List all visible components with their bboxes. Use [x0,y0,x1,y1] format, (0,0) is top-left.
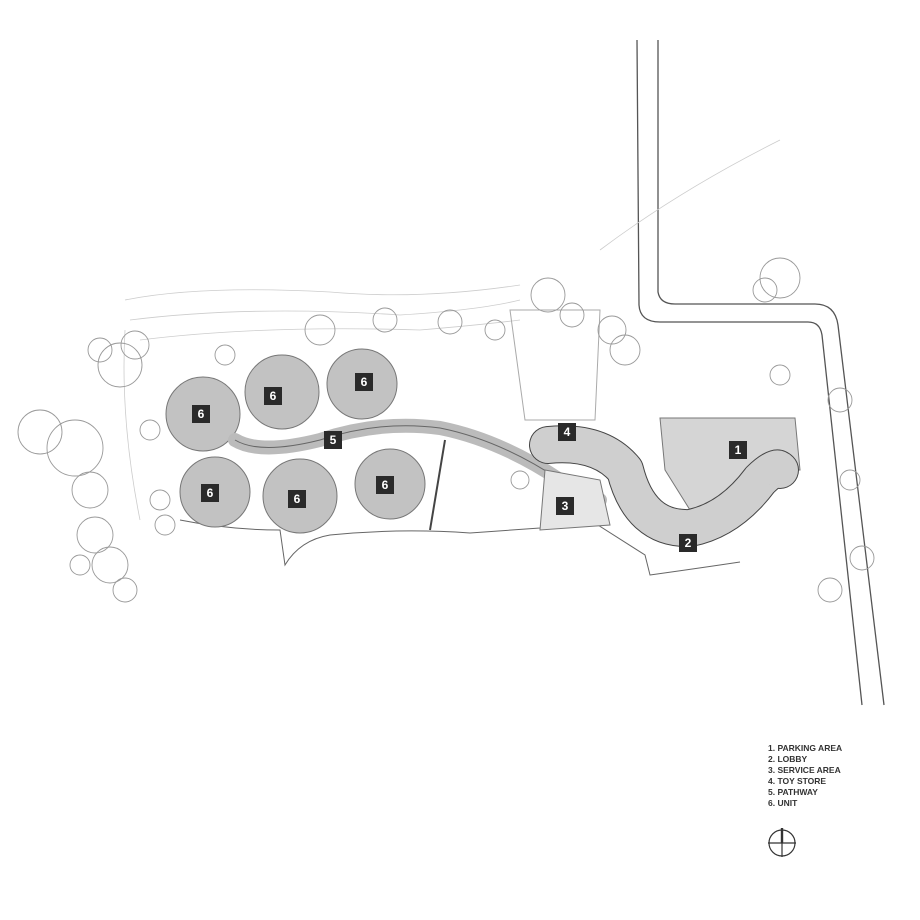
service-area-label: 3 [556,497,574,515]
lobby-label: 2 [679,534,697,552]
legend-item: 1. PARKING AREA [768,743,843,753]
legend-item: 2. LOBBY [768,754,808,764]
unit-label: 6 [288,490,306,508]
road [636,39,885,706]
legend-item: 6. UNIT [768,798,798,808]
legend: 1. PARKING AREA 2. LOBBY 3. SERVICE AREA… [768,743,842,809]
unit-label: 6 [201,484,219,502]
site-outline [179,309,741,576]
pathway-label: 5 [324,431,342,449]
unit-label: 6 [192,405,210,423]
unit-label: 6 [355,373,373,391]
toy-store-label: 4 [558,423,576,441]
north-arrow-icon [768,828,796,857]
unit-label: 6 [264,387,282,405]
parking-area-label: 1 [729,441,747,459]
legend-item: 3. SERVICE AREA [768,765,841,775]
service-area [539,469,611,531]
unit-label: 6 [376,476,394,494]
trees [17,257,875,603]
contours [123,139,781,521]
legend-item: 5. PATHWAY [768,787,818,797]
legend-item: 4. TOY STORE [768,776,827,786]
